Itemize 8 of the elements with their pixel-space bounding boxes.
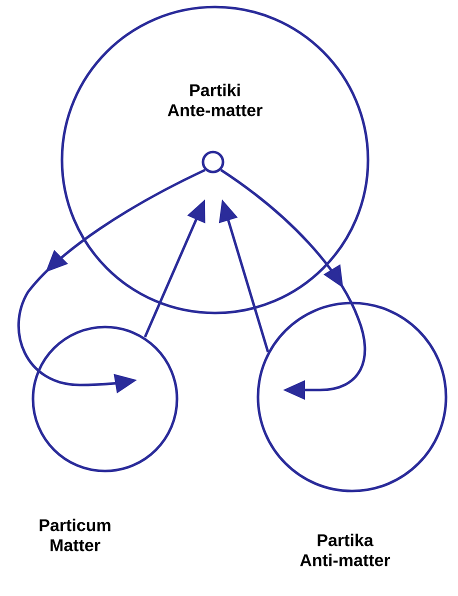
circle [32,326,178,472]
circle-label: Partiki Ante-matter [168,84,262,116]
arrow [220,168,366,400]
circle [60,6,370,314]
circle [202,150,224,174]
circle-label: Partika Anti-matter [300,534,390,566]
circle [256,302,448,492]
circle-label: Particum Matter [40,518,110,552]
